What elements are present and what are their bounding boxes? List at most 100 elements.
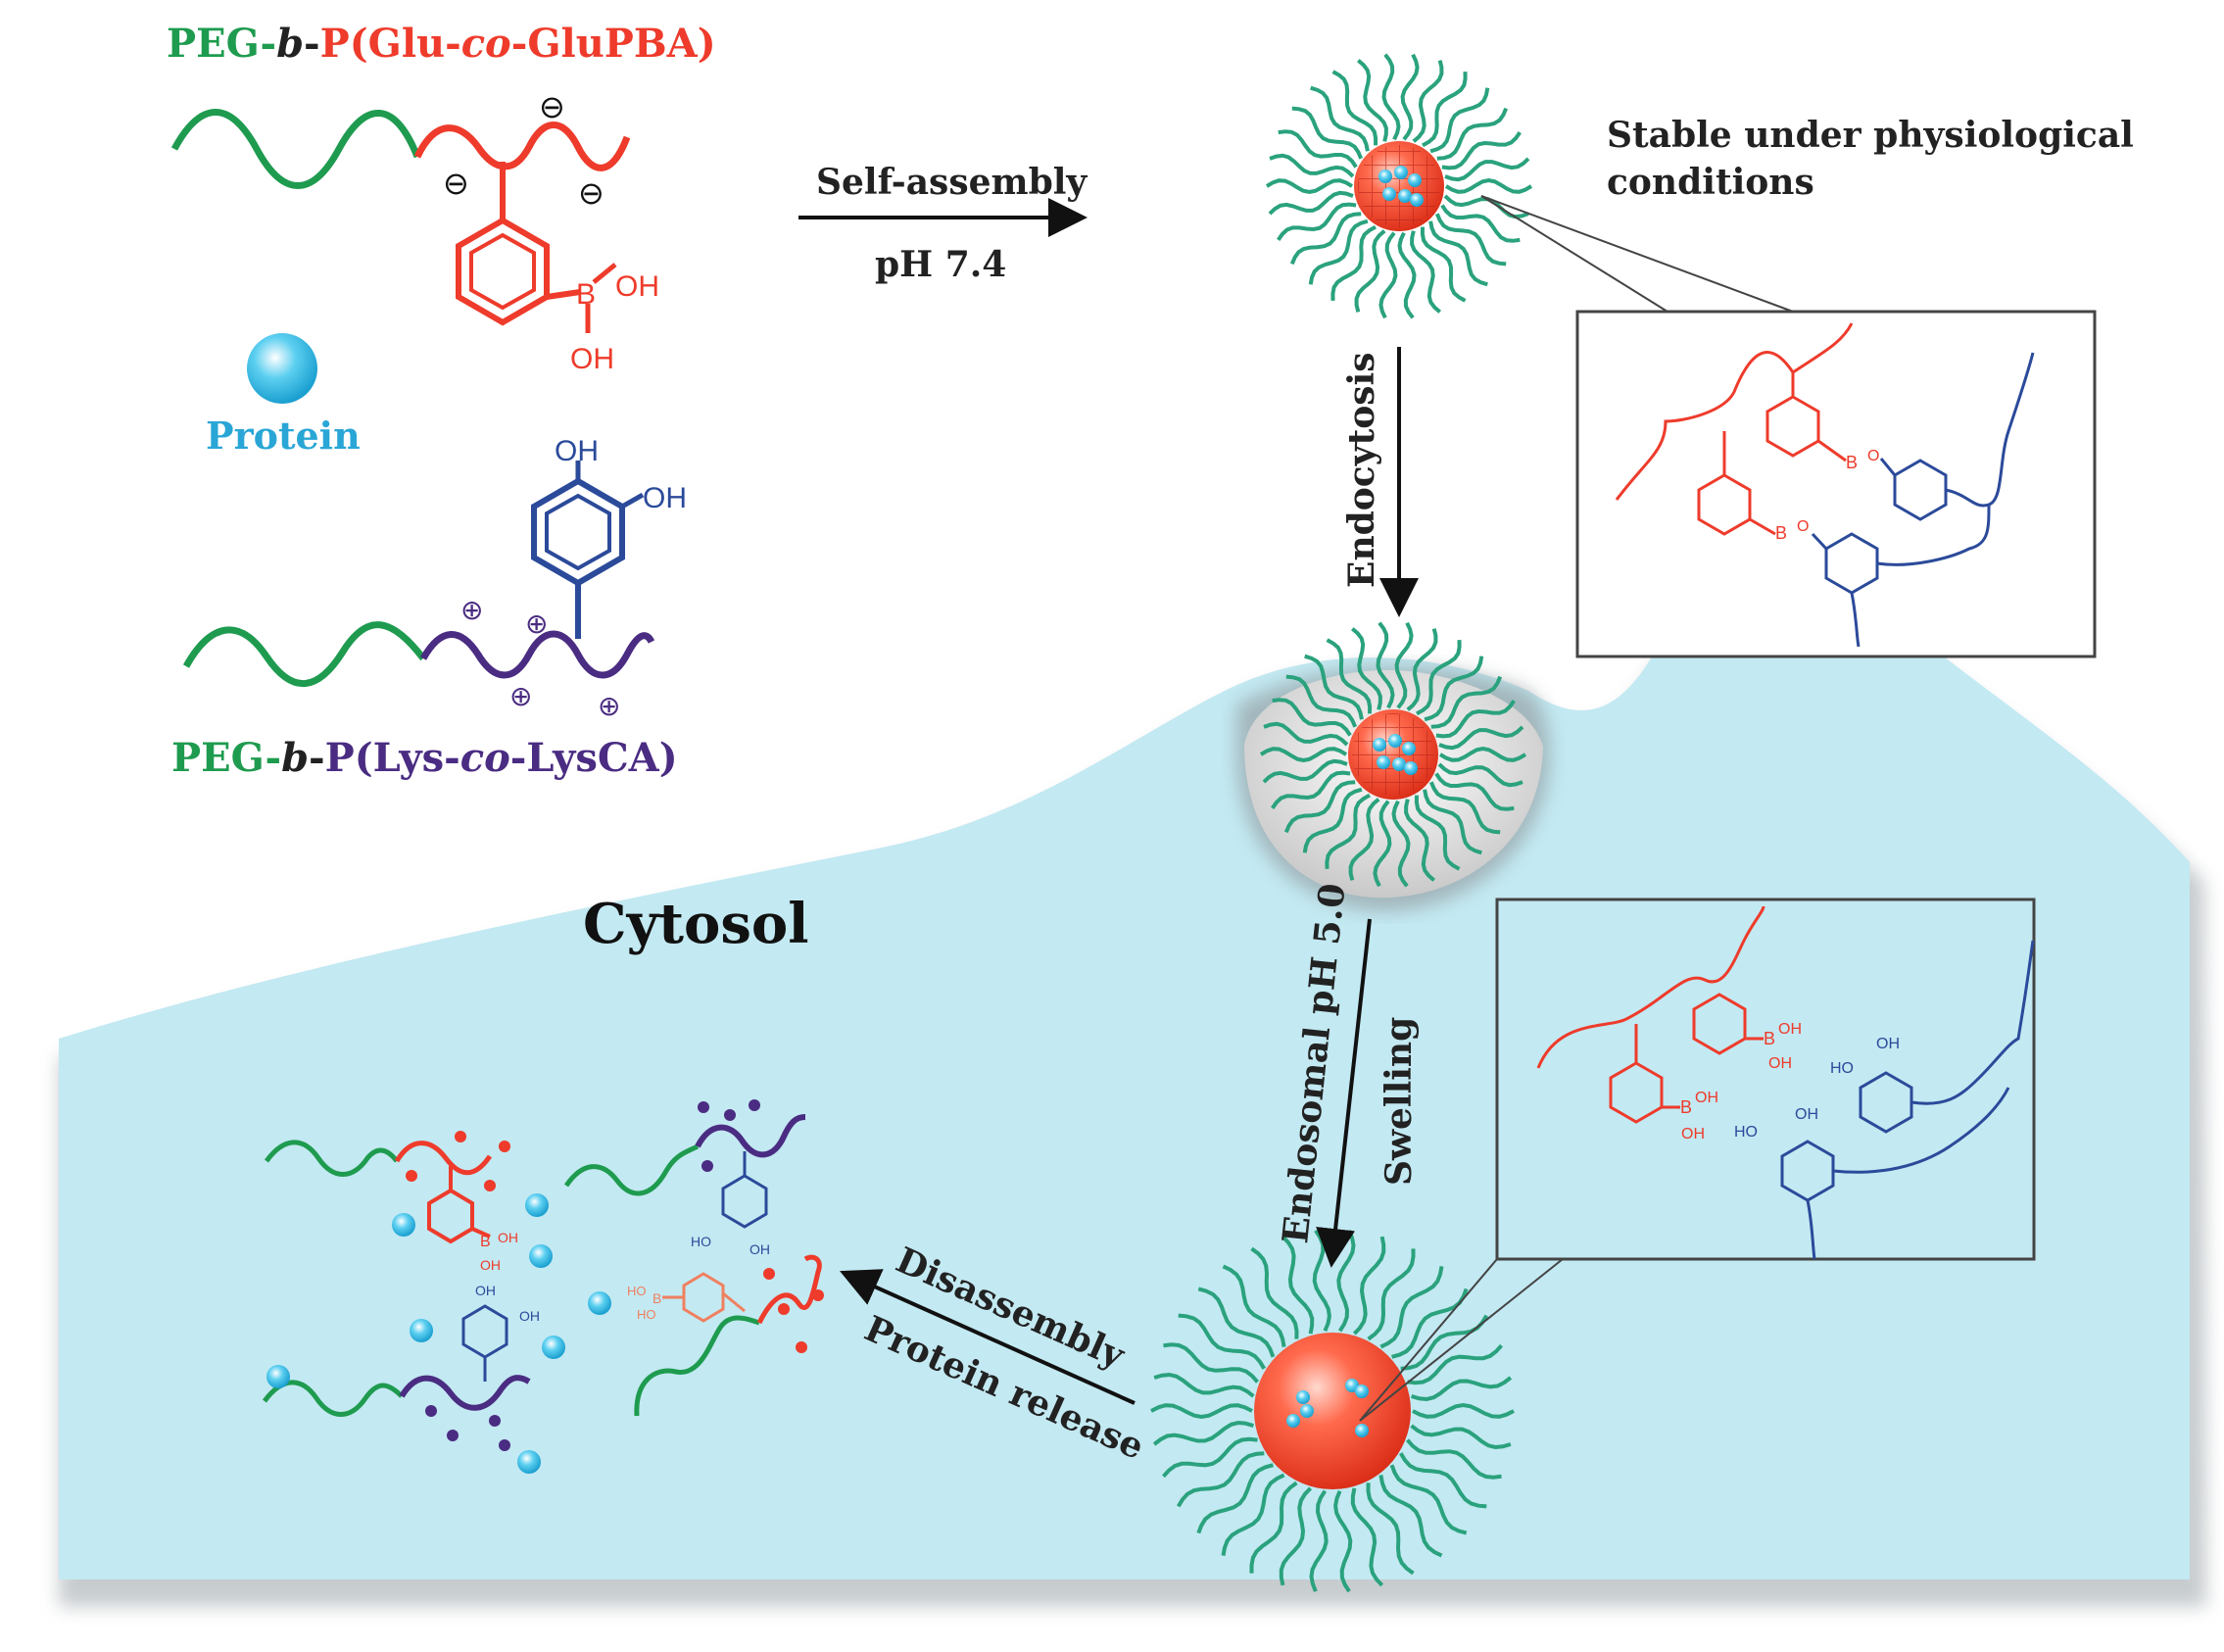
peg-corona-strand <box>1428 781 1501 835</box>
oh-label: OH <box>1795 1106 1818 1123</box>
title-co: co <box>461 21 511 67</box>
crosslink-mesh <box>1358 145 1440 227</box>
endocytosis-arrow: Endocytosis <box>1341 347 1419 617</box>
peg-corona-strand <box>1398 1452 1487 1509</box>
peg-corona-strand <box>1348 798 1380 881</box>
peg-corona-strand <box>1152 1420 1254 1446</box>
peg-corona-strand <box>1333 1489 1353 1593</box>
peg-corona-strand <box>1221 1473 1285 1556</box>
peg-corona-strand <box>1412 1402 1515 1419</box>
peg-corona-strand <box>1277 202 1357 242</box>
o-label: O <box>1797 518 1809 535</box>
peg-corona-strand <box>1352 1236 1386 1336</box>
endocytosis-label: Endocytosis <box>1341 353 1382 589</box>
peg-corona-strand <box>1326 638 1373 714</box>
peg-corona-strand <box>1420 226 1467 303</box>
peg-corona-strand <box>1308 219 1369 285</box>
peg-corona-strand <box>1422 72 1468 148</box>
protein-icon <box>247 333 317 404</box>
peg-corona-strand <box>1150 1403 1253 1420</box>
protein-icon <box>410 1319 433 1342</box>
peg-corona-strand <box>1263 721 1349 747</box>
self-assembly-label: Self-assembly <box>816 162 1088 203</box>
peg-corona-strand <box>1412 60 1444 143</box>
peg-corona-strand <box>1428 220 1488 287</box>
peg-corona-strand <box>1281 1235 1315 1335</box>
oh-label: OH <box>519 1308 540 1324</box>
stable-note-line2: conditions <box>1607 162 1814 203</box>
peg-corona-strand <box>1268 190 1354 216</box>
peg-corona-strand <box>1196 1463 1274 1534</box>
peg-corona-strand <box>1162 1436 1258 1479</box>
protein-icon <box>529 1244 553 1268</box>
peg-corona-strand <box>1310 85 1370 152</box>
o-label: O <box>1867 448 1879 464</box>
protein-icon <box>588 1291 611 1315</box>
glu-polymer: B OH OH ⊖ ⊖ ⊖ <box>170 89 659 375</box>
title-dash: - <box>304 21 320 67</box>
ph-74-label: pH 7.4 <box>875 244 1006 285</box>
protein-icon <box>1355 1385 1369 1398</box>
peg-corona-strand <box>1381 53 1401 141</box>
peg-corona-strand <box>1404 799 1436 882</box>
micelle-core <box>1254 1333 1411 1489</box>
oh-label: OH <box>1876 1036 1900 1052</box>
micelle-stable <box>1265 53 1533 319</box>
protein-icon <box>266 1365 290 1388</box>
peg-corona-strand <box>1416 640 1462 716</box>
peg-corona-strand <box>1331 70 1378 146</box>
peg-corona-strand <box>1437 762 1523 788</box>
peg-corona-strand <box>1153 1372 1255 1398</box>
oh-label: OH <box>615 270 659 303</box>
peg-corona-strand <box>1444 157 1530 182</box>
oh-label: OH <box>643 482 687 514</box>
inset-dissociated: B OH OH B OH OH OH HO OH HO <box>1359 898 2036 1422</box>
protein-icon <box>1382 187 1396 201</box>
oh-label: OH <box>475 1283 496 1298</box>
peg-corona-strand <box>1178 1313 1267 1370</box>
peg-corona-strand <box>1435 699 1516 739</box>
peg-corona-strand <box>1429 87 1490 154</box>
peg-corona-strand <box>1197 1287 1276 1358</box>
protein-legend: Protein <box>206 333 361 458</box>
peg-corona-strand <box>1406 1438 1502 1480</box>
lys-polymer: OH OH ⊕ ⊕ ⊕ ⊕ <box>182 435 687 721</box>
peg-corona-strand <box>1440 204 1521 243</box>
peg-chain <box>170 109 421 189</box>
peg-corona-strand <box>1391 800 1411 888</box>
protein-icon <box>1410 193 1424 207</box>
peg-corona-strand <box>1222 1264 1286 1347</box>
peg-corona-strand <box>1378 231 1398 319</box>
plus-charge: ⊕ <box>460 595 483 625</box>
protein-icon <box>1392 757 1406 771</box>
title-dash: - <box>260 21 276 67</box>
protein-icon <box>1377 755 1390 769</box>
peg-corona-strand <box>1269 153 1355 178</box>
peg-corona-strand <box>1376 621 1395 709</box>
micelle-endocytosed <box>1259 621 1527 888</box>
peg-corona-strand <box>1367 1248 1416 1341</box>
peg-corona-strand <box>1283 780 1356 834</box>
protein-icon <box>1286 1414 1300 1428</box>
oh-label: OH <box>570 343 614 375</box>
peg-corona-strand <box>1249 1481 1298 1574</box>
protein-icon <box>525 1193 549 1217</box>
cytosol-region <box>59 564 2206 1607</box>
peg-corona-strand <box>1279 1486 1313 1586</box>
ho-label: HO <box>627 1284 647 1298</box>
peg-corona-strand <box>1271 770 1351 810</box>
b-ring-label: B <box>1775 523 1787 543</box>
peg-corona-strand <box>1309 1489 1329 1592</box>
peg-corona-strand <box>1397 231 1417 319</box>
protein-label: Protein <box>206 413 361 458</box>
peg-corona-strand <box>1259 747 1348 763</box>
b-ring-label: B <box>480 1234 491 1250</box>
protein-icon <box>1402 742 1416 755</box>
peg-corona-strand <box>1373 800 1392 888</box>
peg-corona-strand <box>1441 130 1522 170</box>
ho-label: HO <box>637 1307 656 1322</box>
title-peg: PEG <box>167 21 260 67</box>
peg-corona-strand <box>1430 675 1503 729</box>
protein-icon <box>392 1213 415 1237</box>
